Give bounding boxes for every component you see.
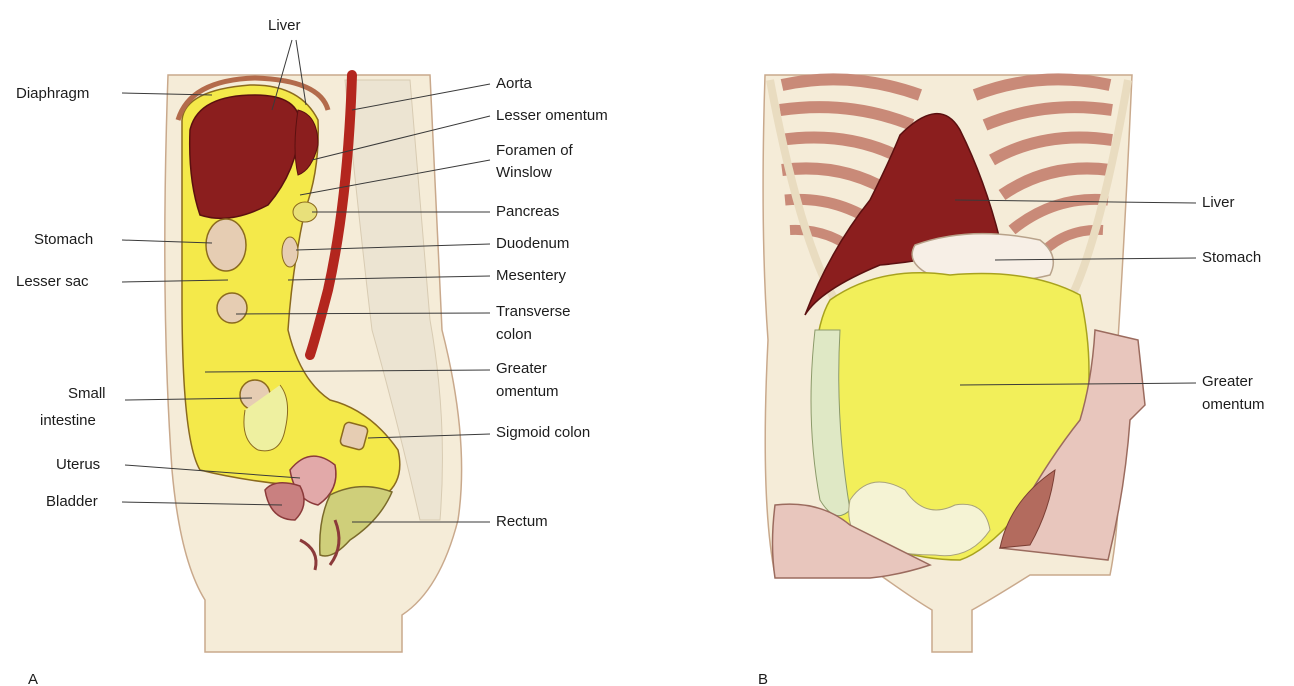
label-foramen-line1: Foramen of xyxy=(496,142,574,159)
label-uterus: Uterus xyxy=(56,456,100,473)
panel-a-illustration xyxy=(165,75,462,652)
label-stomach-b: Stomach xyxy=(1202,249,1261,266)
label-stomach-a: Stomach xyxy=(34,231,93,248)
label-duodenum: Duodenum xyxy=(496,235,569,252)
label-lesser-sac: Lesser sac xyxy=(16,273,89,290)
sigmoid-colon-sagittal xyxy=(339,421,368,450)
label-rectum: Rectum xyxy=(496,513,548,530)
label-greater-line2-b: omentum xyxy=(1202,396,1265,413)
label-aorta: Aorta xyxy=(496,75,533,92)
label-liver-a: Liver xyxy=(268,17,301,34)
label-mesentery: Mesentery xyxy=(496,267,567,284)
label-transverse-line1: Transverse xyxy=(496,303,570,320)
label-diaphragm: Diaphragm xyxy=(16,85,89,102)
label-greater-line1-b: Greater xyxy=(1202,373,1253,390)
label-liver-b: Liver xyxy=(1202,194,1235,211)
duodenum-sagittal xyxy=(282,237,298,267)
label-greater-line2-a: omentum xyxy=(496,383,559,400)
label-small-line2: intestine xyxy=(40,412,96,429)
label-small-line1: Small xyxy=(68,385,106,402)
panel-letter-a: A xyxy=(28,671,38,686)
label-transverse-line2: colon xyxy=(496,326,532,343)
label-bladder: Bladder xyxy=(46,493,98,510)
panel-letter-b: B xyxy=(758,671,768,686)
panel-b-illustration xyxy=(763,75,1145,652)
label-lesser-omentum: Lesser omentum xyxy=(496,107,608,124)
label-pancreas: Pancreas xyxy=(496,203,559,220)
label-greater-line1-a: Greater xyxy=(496,360,547,377)
label-sigmoid-colon: Sigmoid colon xyxy=(496,424,590,441)
stomach-sagittal xyxy=(206,219,246,271)
label-foramen-line2: Winslow xyxy=(496,164,552,181)
transverse-colon-sagittal xyxy=(217,293,247,323)
